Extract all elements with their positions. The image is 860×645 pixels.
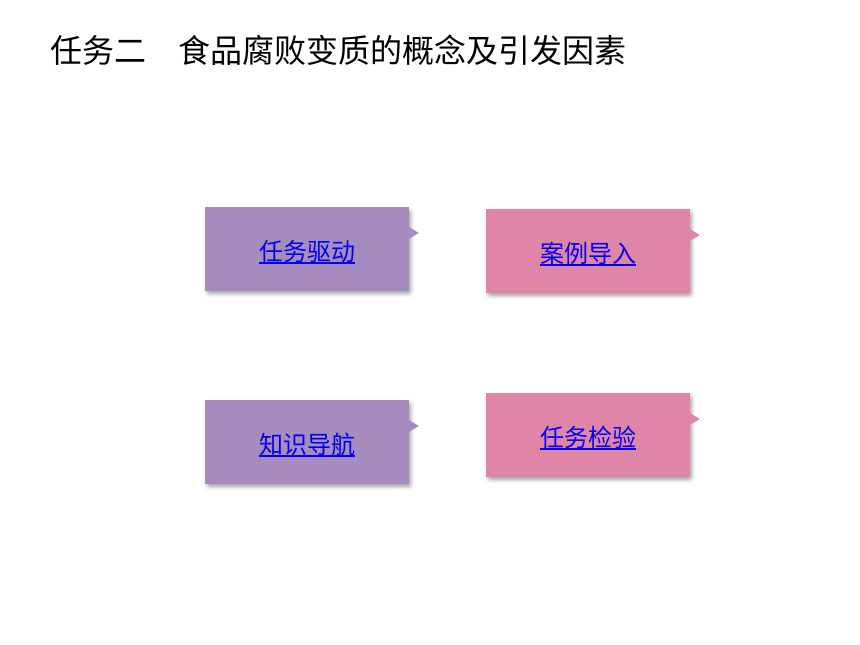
pointer-arrow-icon (409, 227, 419, 239)
knowledge-nav-box[interactable]: 知识导航 (205, 400, 419, 484)
task-check-box[interactable]: 任务检验 (486, 393, 700, 477)
task-drive-box[interactable]: 任务驱动 (205, 207, 419, 291)
pointer-arrow-icon (690, 413, 700, 425)
page-title: 任务二 食品腐败变质的概念及引发因素 (50, 32, 627, 70)
case-intro-link[interactable]: 案例导入 (540, 239, 636, 268)
knowledge-nav-link[interactable]: 知识导航 (259, 430, 355, 459)
pointer-arrow-icon (409, 420, 419, 432)
task-check-link[interactable]: 任务检验 (540, 423, 636, 452)
task-drive-link[interactable]: 任务驱动 (259, 237, 355, 266)
case-intro-box[interactable]: 案例导入 (486, 209, 700, 293)
pointer-arrow-icon (690, 229, 700, 241)
